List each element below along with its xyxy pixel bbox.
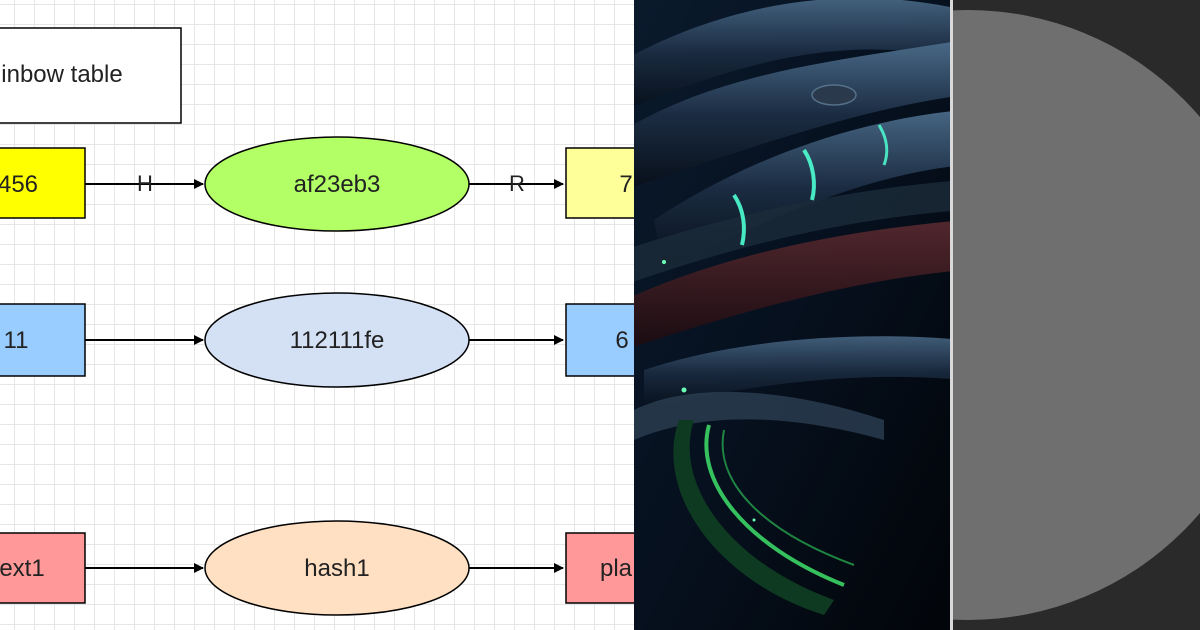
plaintext-node-2-label: 11 bbox=[4, 327, 29, 354]
hash-node-3-label: hash1 bbox=[304, 555, 369, 582]
decorative-disc bbox=[953, 10, 1200, 620]
hash-node-1-label: af23eb3 bbox=[294, 171, 381, 198]
chain-row-2: 11 112111fe 6 bbox=[0, 292, 634, 388]
diagram-title: inbow table bbox=[1, 61, 122, 88]
plaintext-node-1-label: 456 bbox=[0, 171, 38, 198]
decorative-panel bbox=[953, 0, 1200, 630]
reduced-node-3 bbox=[565, 532, 634, 604]
reduce-arrow-1-label: R bbox=[509, 171, 525, 196]
cyber-tubes-illustration bbox=[634, 0, 950, 630]
diagram-panel: inbow table 456 H af23eb3 R 7 11 112111f… bbox=[0, 0, 634, 630]
chain-row-1: 456 H af23eb3 R 7 bbox=[0, 136, 634, 232]
reduced-node-3-label: pla bbox=[600, 555, 633, 582]
plaintext-node-3-label: ext1 bbox=[0, 555, 45, 582]
panel-separator bbox=[950, 0, 953, 630]
reduced-node-2-label: 6 bbox=[615, 327, 628, 354]
reduced-node-1-label: 7 bbox=[619, 171, 632, 198]
reduced-node-1 bbox=[565, 147, 634, 219]
plaintext-node-1 bbox=[0, 147, 86, 219]
chain-row-3: ext1 hash1 pla bbox=[0, 520, 634, 616]
cyber-tubes-image bbox=[634, 0, 950, 630]
reduced-node-2 bbox=[565, 303, 634, 377]
plaintext-node-3 bbox=[0, 532, 86, 604]
hash-arrow-1-label: H bbox=[137, 171, 153, 196]
title-box bbox=[0, 27, 182, 124]
hash-node-2-label: 112111fe bbox=[290, 327, 385, 354]
diagram-canvas: inbow table 456 H af23eb3 R 7 11 112111f… bbox=[0, 27, 634, 616]
